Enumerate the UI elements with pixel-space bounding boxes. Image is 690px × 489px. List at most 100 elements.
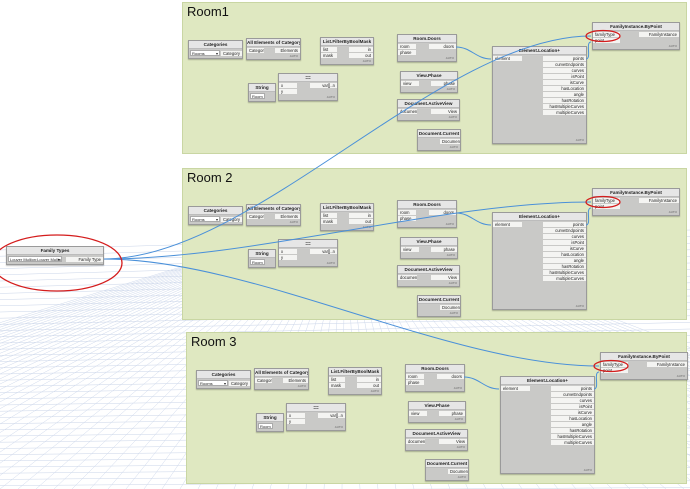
input-port[interactable]: view [401,247,420,252]
output-port[interactable]: phase [431,81,457,86]
output-port[interactable]: hasRotation [551,428,594,433]
output-port[interactable]: points [551,386,594,391]
output-port[interactable]: phase [439,411,465,416]
output-port[interactable]: hasMultipleCurves [543,104,586,109]
output-port[interactable]: hasLocation [543,252,586,257]
output-port[interactable]: Document [440,305,460,310]
output-port[interactable]: hasRotation [543,98,586,103]
input-port[interactable]: familyType [593,32,621,37]
output-port[interactable]: var[]..n [310,83,337,88]
input-port[interactable]: point [593,204,621,209]
output-port[interactable]: curveEndpoints [543,228,586,233]
input-port[interactable]: x [287,413,306,418]
input-port[interactable]: mask [321,53,338,58]
output-port[interactable]: isPoint [543,240,586,245]
input-port[interactable]: Category [255,378,273,383]
input-port[interactable]: y [279,89,298,94]
input-port[interactable]: familyType [593,198,621,203]
output-port[interactable]: Family Type [66,257,103,262]
output-port[interactable]: in [349,47,373,52]
output-port[interactable]: View [439,439,467,444]
output-port[interactable]: Elements [275,214,300,219]
output-port[interactable]: Elements [275,48,300,53]
output-port[interactable]: curves [543,68,586,73]
output-port[interactable]: Category [221,51,242,56]
input-port[interactable]: document [398,109,418,114]
output-port[interactable]: hasLocation [543,86,586,91]
output-port[interactable]: doors [437,374,464,379]
value-input[interactable]: Room 1 [250,93,265,99]
input-port[interactable]: Category [247,214,265,219]
output-port[interactable]: isPoint [543,74,586,79]
output-port[interactable]: out [357,383,381,388]
input-port[interactable]: document [398,275,418,280]
input-port[interactable]: x [279,83,298,88]
output-port[interactable]: points [543,56,586,61]
output-port[interactable]: hasMultipleCurves [543,270,586,275]
output-port[interactable]: phase [431,247,457,252]
output-port[interactable]: FamilyInstance [647,362,687,367]
output-port[interactable]: out [349,53,373,58]
output-port[interactable]: angle [543,92,586,97]
input-port[interactable]: y [287,419,306,424]
input-port[interactable]: view [409,411,428,416]
output-port[interactable]: angle [543,258,586,263]
output-port[interactable]: isCurve [543,246,586,251]
output-port[interactable]: in [357,377,381,382]
output-port[interactable]: multipleCurves [551,440,594,445]
input-port[interactable]: point [601,368,629,373]
value-input[interactable]: Room 2 [250,259,265,265]
value-dropdown[interactable]: Rooms▾ [190,216,220,222]
output-port[interactable]: angle [551,422,594,427]
input-port[interactable]: list [329,377,346,382]
output-port[interactable]: Document [440,139,460,144]
input-port[interactable]: list [321,213,338,218]
output-port[interactable]: var[]..n [318,413,345,418]
value-dropdown[interactable]: Rooms▾ [198,380,228,386]
input-port[interactable]: phase [398,50,417,55]
input-port[interactable]: Category [247,48,265,53]
input-port[interactable]: point [593,38,621,43]
output-port[interactable]: isCurve [543,80,586,85]
input-port[interactable]: list [321,47,338,52]
output-port[interactable]: doors [429,210,456,215]
output-port[interactable]: multipleCurves [543,276,586,281]
output-port[interactable]: in [349,213,373,218]
input-port[interactable]: x [279,249,298,254]
input-port[interactable]: view [401,81,420,86]
input-port[interactable]: element [493,56,523,61]
input-port[interactable]: element [493,222,523,227]
value-dropdown[interactable]: Louver Mullion:Louver Mullion 1▾ [8,256,62,262]
output-port[interactable]: FamilyInstance [639,198,679,203]
output-port[interactable]: out [349,219,373,224]
output-port[interactable]: curves [551,398,594,403]
output-port[interactable]: multipleCurves [543,110,586,115]
output-port[interactable]: View [431,109,459,114]
